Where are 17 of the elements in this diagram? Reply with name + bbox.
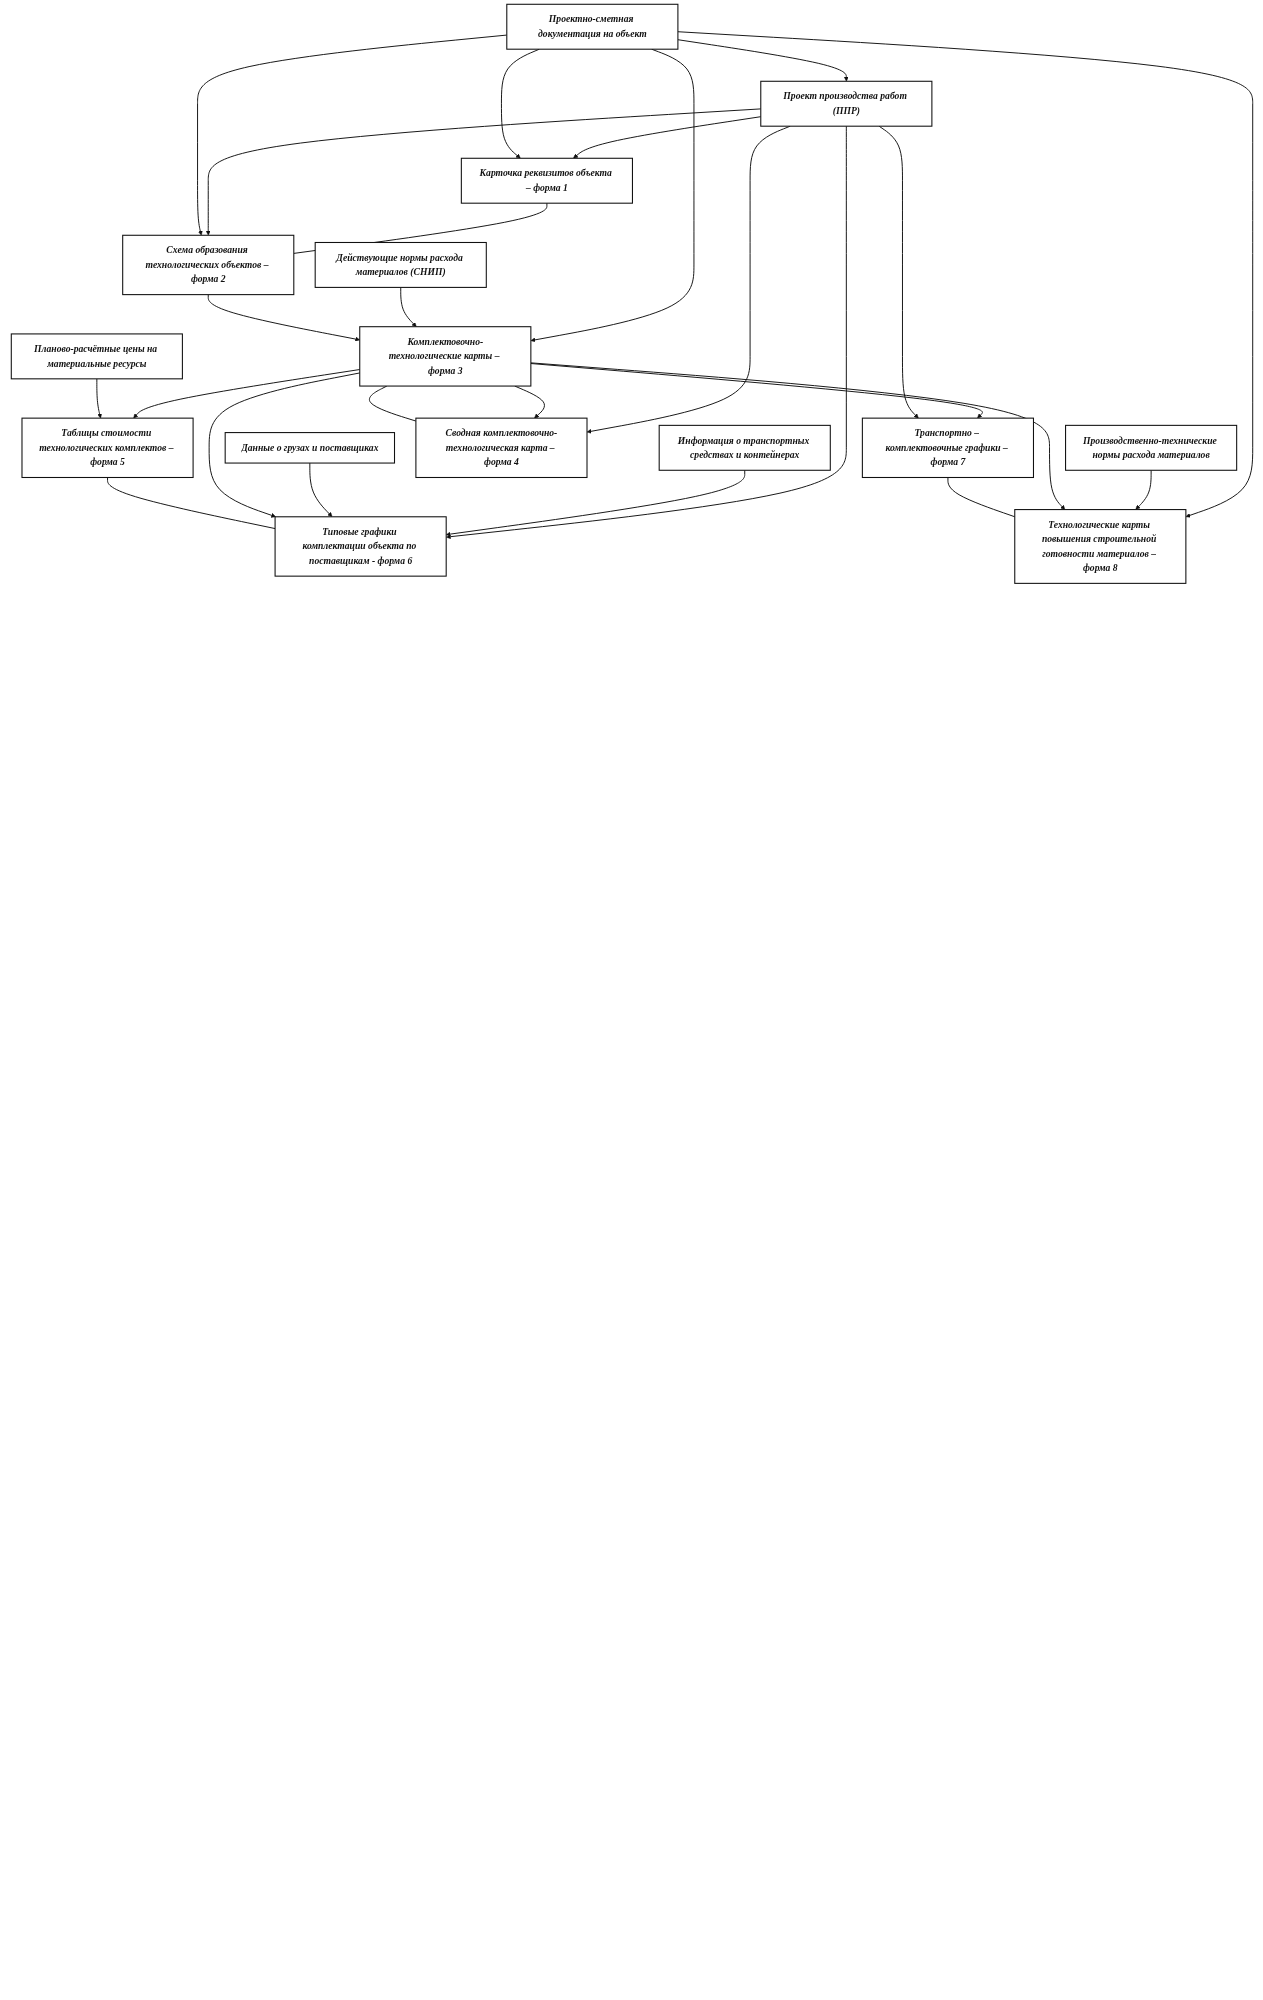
node-box: Транспортно – комплектовочные графики – форма 7	[861, 417, 1034, 479]
node-box: Проектно-сметная документация на объект	[505, 3, 678, 50]
node-box: Карточка реквизитов объекта – форма 1	[460, 157, 633, 204]
node-box: Проект производства работ (ППР)	[759, 80, 932, 127]
node-box: Производственно-технические нормы расхода материалов	[1064, 424, 1237, 471]
connector	[946, 477, 1015, 518]
node-box: Данные о грузах и поставщиках	[224, 432, 395, 464]
node-box: Информация о транспортных средствах и контейнерах	[658, 424, 831, 471]
node-box: Схема образования технологических объектов – форма 2	[121, 234, 294, 296]
node-box: Действующие нормы расхода материалов (СНИП)	[314, 241, 487, 288]
node-box: Таблицы стоимости технологических комплектов – форма 5	[20, 417, 194, 479]
node-box: Технологические карты повышения строительной готовности материалов – форма 8	[1013, 509, 1186, 584]
node-box: Комплектовочно-технологические карты – форма 3	[358, 326, 531, 387]
connector	[368, 385, 416, 422]
node-box: Планово-расчётные цены на материальные ресурсы	[10, 333, 183, 380]
node-box: Сводная комплектовочно-технологическая карта – форма 4	[414, 417, 588, 479]
node-box: Типовые графики комплектации объекта по поставщикам - форма 6	[274, 516, 447, 577]
